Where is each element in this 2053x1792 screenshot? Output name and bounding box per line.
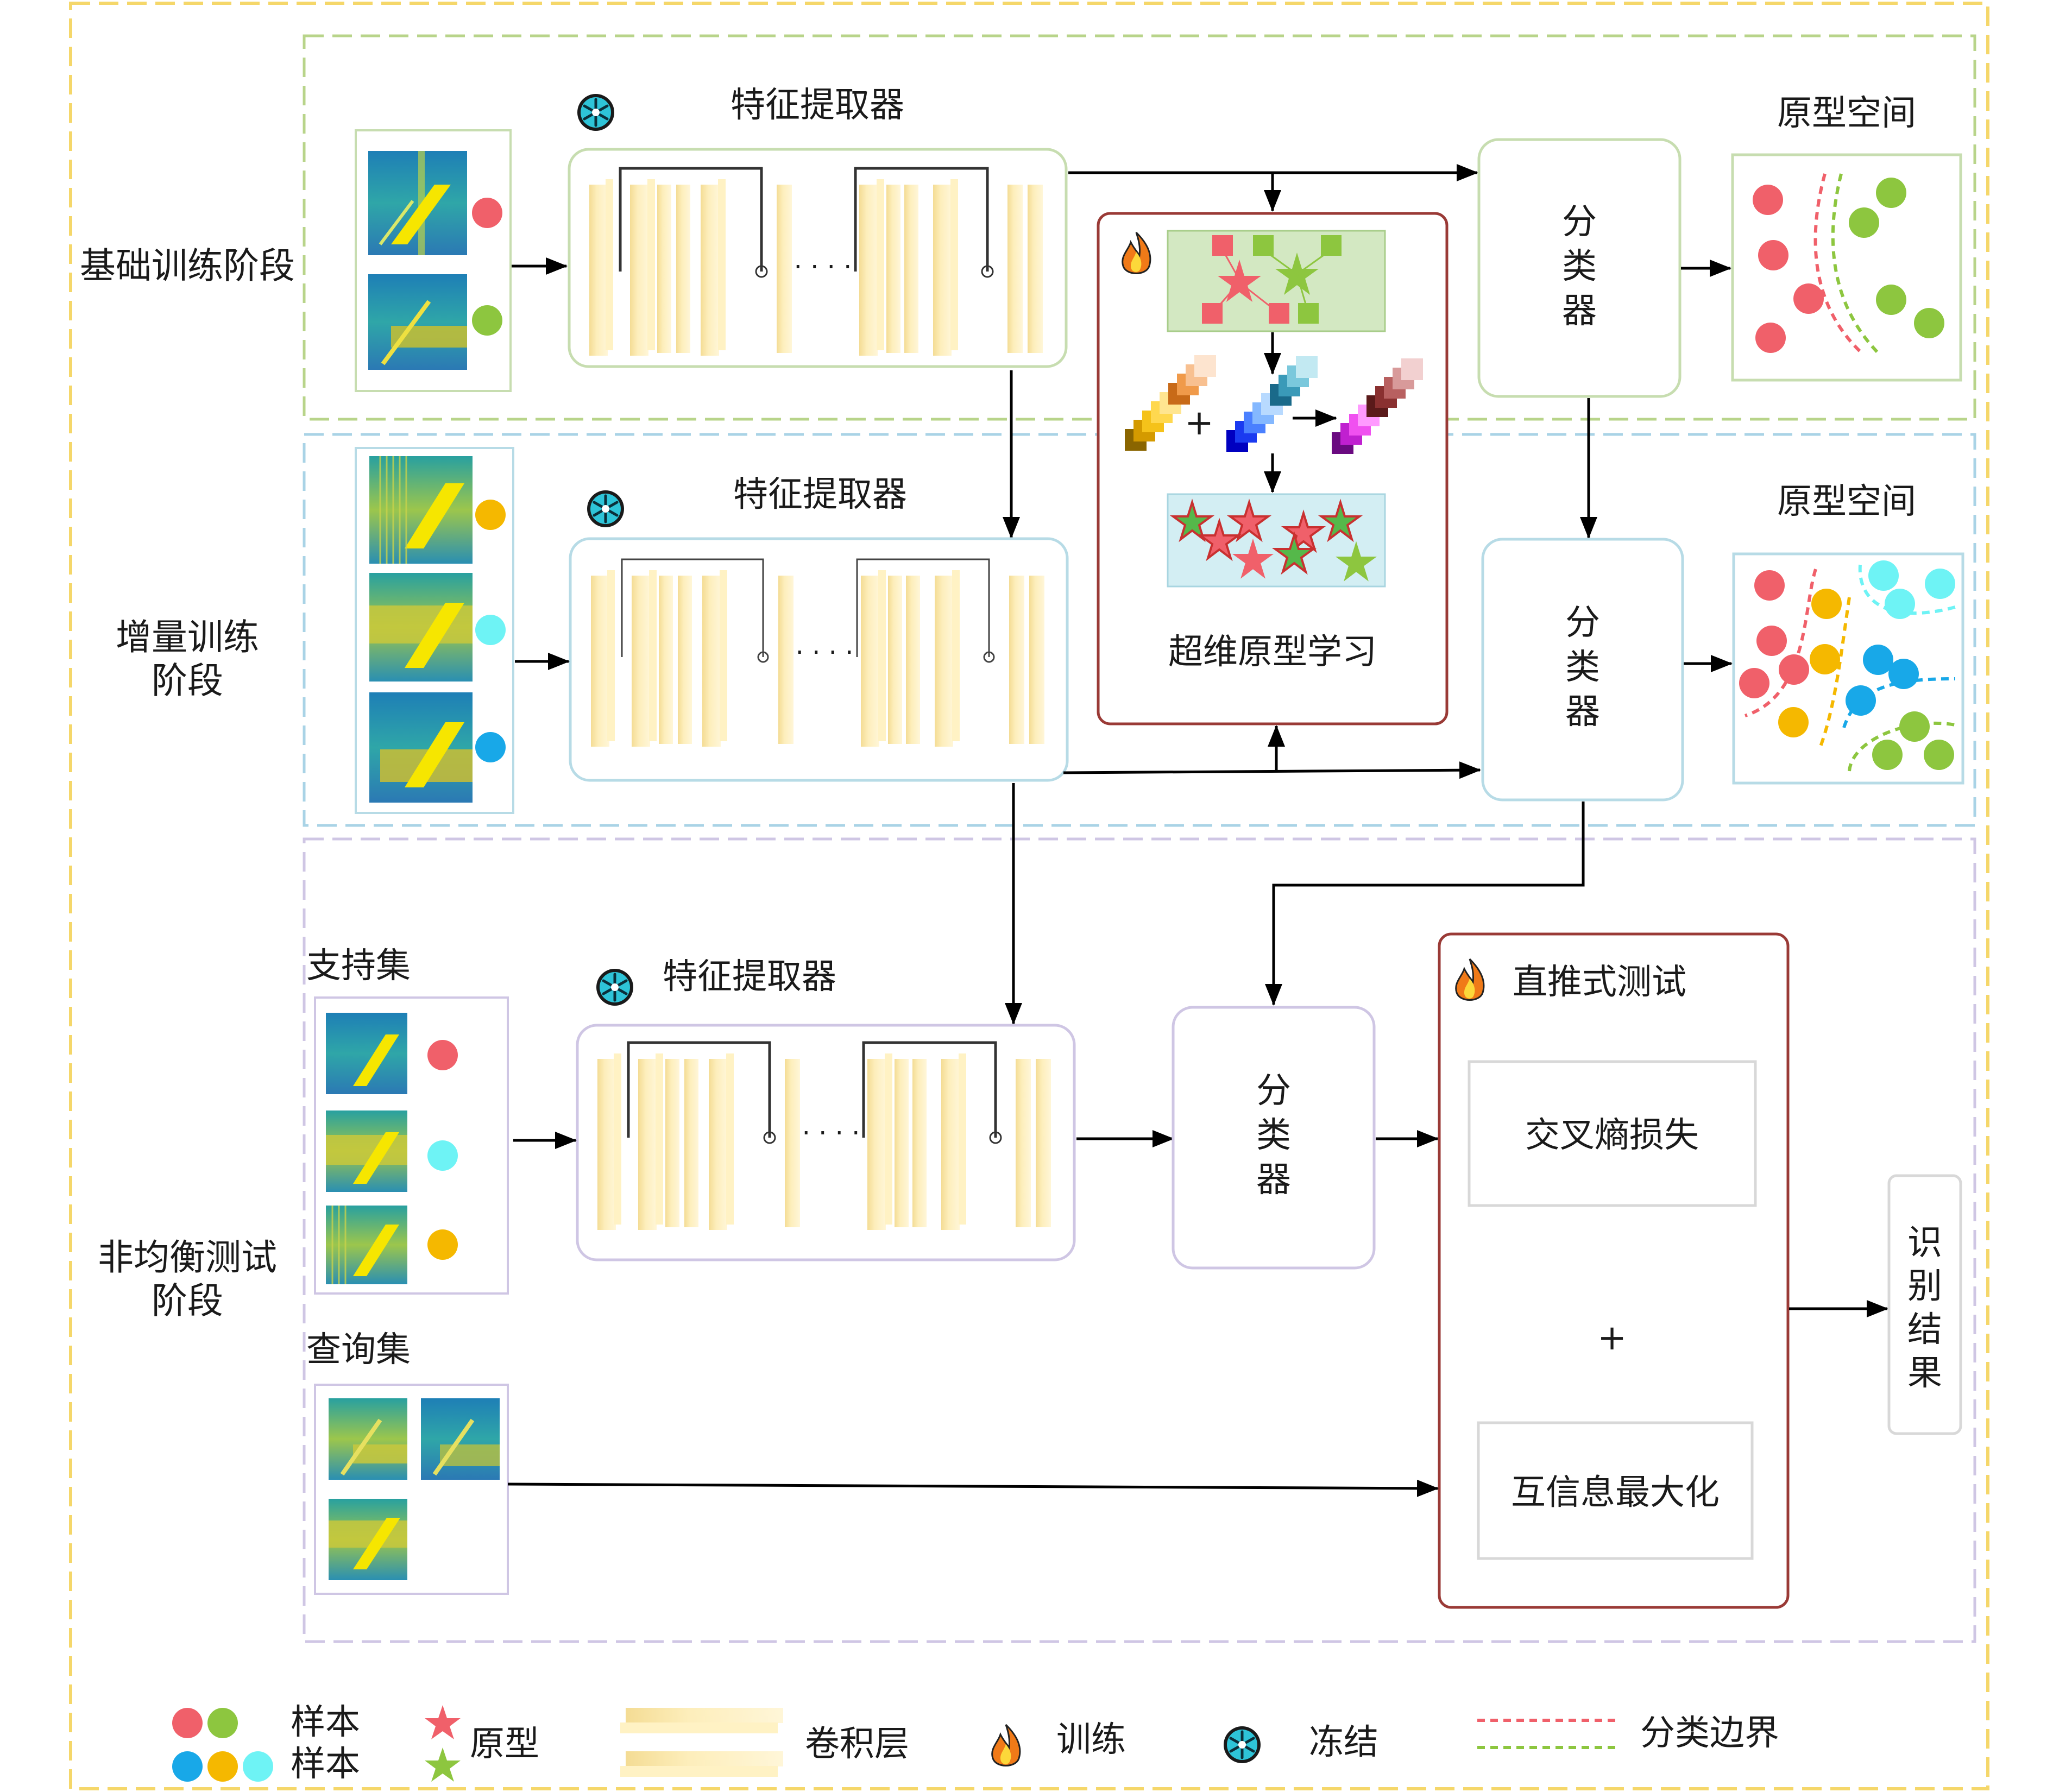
plus-sign: +	[1185, 403, 1214, 443]
star-icon	[425, 1747, 461, 1782]
svg-text:· · · ·: · · · ·	[796, 638, 854, 668]
spectrogram-icon	[369, 456, 473, 564]
plus-sign: +	[1597, 1318, 1627, 1358]
spectrogram-icon	[326, 1110, 407, 1192]
legend-sample-2: 样本	[291, 1744, 360, 1784]
stage-label-base: 基础训练阶段	[80, 245, 295, 287]
feature-extractor-label: 特征提取器	[730, 85, 904, 125]
sample-red	[472, 198, 502, 228]
legend-conv-layer: 卷积层	[805, 1724, 909, 1764]
outer-frame	[69, 2, 1989, 1790]
hypervector-stacks: +	[1125, 355, 1423, 454]
result-char: 结	[1907, 1310, 1942, 1350]
classifier-char: 器	[1565, 692, 1600, 732]
spectrogram-icon	[326, 1013, 407, 1094]
flame-icon	[1455, 958, 1485, 1001]
query-set-label: 查询集	[306, 1330, 411, 1370]
classifier-char: 分	[1562, 202, 1597, 242]
legend: 样本 样本 原型 卷积层 训练 冻结 分	[172, 1702, 1779, 1784]
sample-yellow	[427, 1229, 458, 1260]
sample-yellow	[475, 500, 506, 530]
sample-cyan	[475, 615, 506, 645]
classifier-char: 类	[1565, 647, 1600, 687]
spectrogram-icon	[329, 1398, 407, 1480]
legend-prototype: 原型	[470, 1724, 539, 1764]
flame-icon	[991, 1724, 1021, 1766]
stage-label-test-2: 阶段	[152, 1280, 223, 1322]
spectrogram-icon	[421, 1398, 500, 1480]
spectrogram-icon	[326, 1206, 407, 1284]
conv-layers-base: · · · ·	[589, 167, 1043, 356]
snowflake-icon	[577, 94, 614, 131]
feature-extractor-label: 特征提取器	[733, 475, 907, 515]
sample-red	[427, 1040, 458, 1070]
classifier-base	[1477, 138, 1682, 398]
prototype-points-base	[1753, 173, 1944, 356]
conv-layers-incremental: · · · ·	[591, 558, 1044, 747]
feature-extractor-label: 特征提取器	[663, 957, 836, 997]
arrow	[1265, 802, 1585, 1006]
classifier-incremental	[1481, 538, 1684, 802]
mutual-info-label: 互信息最大化	[1511, 1473, 1720, 1513]
arrow	[507, 1479, 1439, 1497]
stage-frame-test	[303, 837, 1976, 1643]
legend-train: 训练	[1056, 1720, 1126, 1760]
prototype-graph	[1167, 230, 1386, 332]
spectrogram-icon	[368, 274, 467, 370]
legend-boundary: 分类边界	[1640, 1713, 1779, 1753]
support-set-label: 支持集	[306, 946, 411, 986]
stage-label-incremental-1: 增量训练	[116, 616, 259, 658]
transductive-test-label: 直推式测试	[1513, 962, 1686, 1002]
sample-green	[472, 305, 502, 336]
prototype-space-label: 原型空间	[1777, 482, 1916, 522]
classifier-char: 分	[1565, 603, 1600, 643]
flame-icon	[1122, 231, 1151, 274]
spectrogram-icon	[369, 692, 473, 803]
cross-entropy-box	[1468, 1060, 1757, 1207]
snowflake-icon	[587, 490, 624, 527]
spectrogram-icon	[368, 151, 467, 255]
classifier-char: 分	[1256, 1071, 1291, 1111]
legend-freeze: 冻结	[1309, 1722, 1378, 1763]
classifier-char: 器	[1562, 291, 1597, 331]
svg-text:· · · ·: · · · ·	[802, 1118, 860, 1149]
sample-blue	[475, 732, 506, 762]
stage-label-incremental-2: 阶段	[152, 660, 223, 702]
conv-layers-test: · · · ·	[597, 1041, 1051, 1230]
star-icon	[1218, 260, 1261, 302]
result-char: 果	[1907, 1353, 1942, 1393]
legend-sample-1: 样本	[291, 1702, 360, 1743]
prototype-points-incremental	[1739, 560, 1956, 772]
prototype-space-label: 原型空间	[1777, 93, 1916, 134]
mutual-info-box	[1477, 1421, 1754, 1560]
svg-text:· · · ·: · · · ·	[794, 252, 852, 282]
snowflake-icon	[596, 969, 633, 1006]
result-char: 识	[1907, 1223, 1942, 1263]
star-icon	[425, 1705, 461, 1739]
arrow	[1063, 761, 1481, 779]
classifier-char: 类	[1562, 247, 1597, 287]
cross-entropy-label: 交叉熵损失	[1525, 1115, 1699, 1156]
result-char: 别	[1907, 1266, 1942, 1307]
recognition-result-box	[1887, 1174, 1962, 1435]
snowflake-icon	[1224, 1726, 1261, 1763]
classifier-test	[1172, 1006, 1376, 1270]
spectrogram-icon	[329, 1499, 407, 1580]
sample-cyan	[427, 1140, 458, 1171]
hyper-prototype-stars	[1167, 493, 1386, 588]
classifier-char: 类	[1256, 1115, 1291, 1156]
classifier-char: 器	[1256, 1160, 1291, 1200]
hyper-prototype-label: 超维原型学习	[1168, 632, 1377, 672]
stage-label-test-1: 非均衡测试	[98, 1236, 277, 1278]
spectrogram-icon	[369, 573, 473, 682]
